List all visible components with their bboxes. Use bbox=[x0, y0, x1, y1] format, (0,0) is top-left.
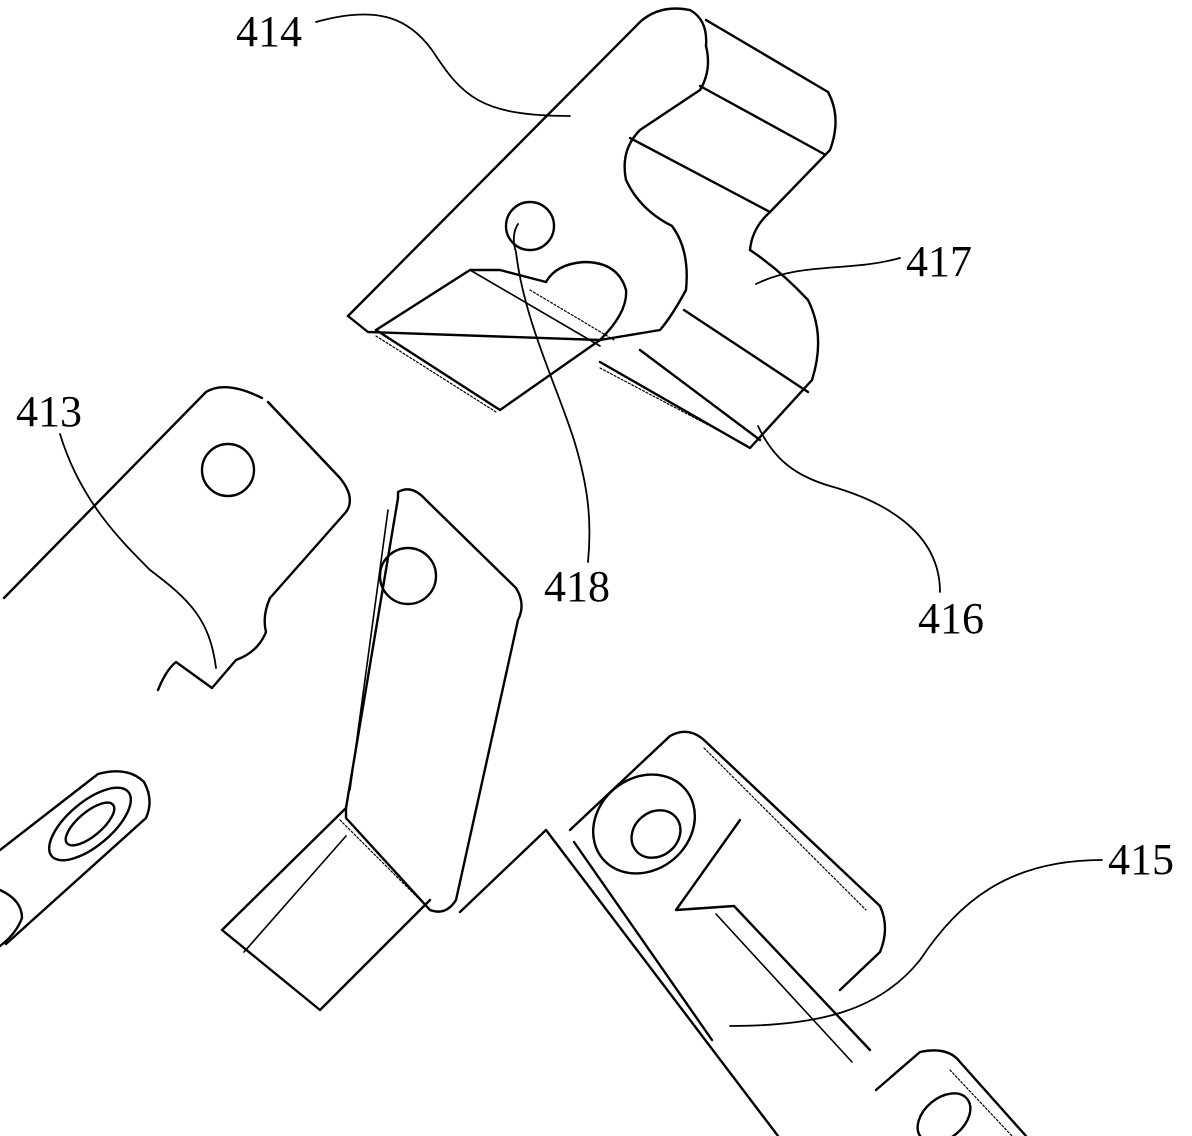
callout-414: 414 bbox=[236, 7, 302, 56]
part-414-bracket bbox=[346, 7, 837, 450]
part-413-links bbox=[0, 386, 523, 1012]
callout-418: 418 bbox=[544, 562, 610, 611]
callout-413: 413 bbox=[16, 387, 82, 436]
callout-416: 416 bbox=[918, 594, 984, 643]
leader-416 bbox=[757, 425, 941, 593]
callout-417: 417 bbox=[906, 237, 972, 286]
leader-lines bbox=[59, 13, 1103, 1027]
leader-415 bbox=[729, 859, 1103, 1027]
leader-413 bbox=[59, 433, 217, 669]
leader-417 bbox=[755, 257, 901, 285]
leader-414 bbox=[315, 13, 571, 117]
leader-418 bbox=[512, 223, 591, 563]
part-415-body bbox=[458, 730, 1028, 1136]
callout-415: 415 bbox=[1108, 835, 1174, 884]
